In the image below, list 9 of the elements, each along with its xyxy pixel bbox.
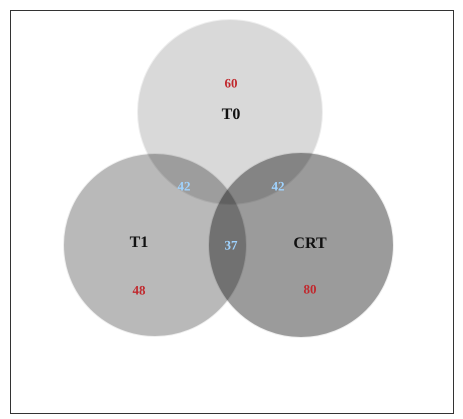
count-label: 80 (304, 282, 316, 296)
overlap-count-label: 42 (178, 180, 190, 192)
set-label: CRT (293, 236, 327, 252)
count-label: 60 (224, 76, 238, 90)
overlap-count-label: 37 (224, 238, 238, 252)
overlap-count-label: 42 (272, 180, 284, 192)
set-label: T0 (222, 107, 240, 123)
set-label: T1 (130, 235, 148, 251)
count-label: 48 (132, 284, 146, 296)
